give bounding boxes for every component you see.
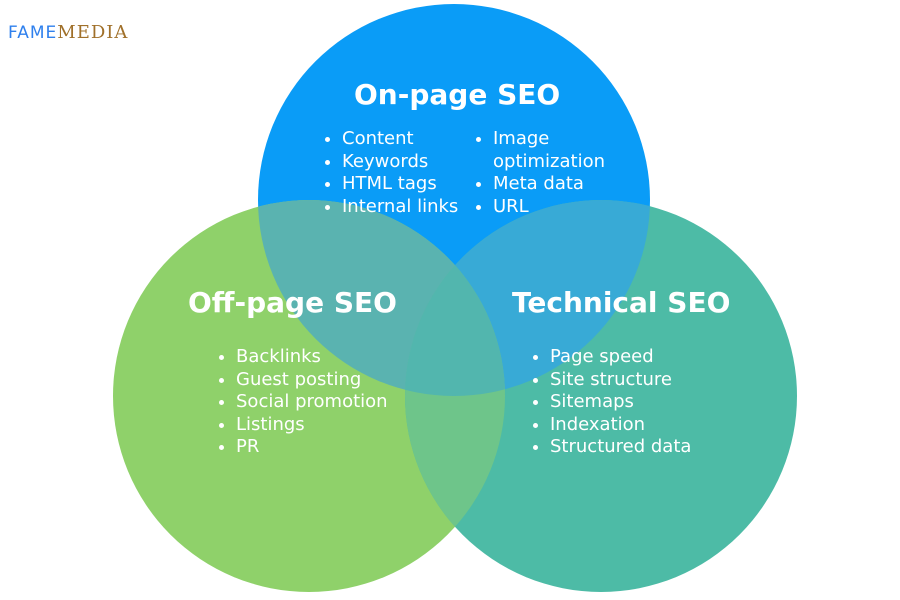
list-item: Guest posting <box>236 369 388 392</box>
list-item: Structured data <box>550 436 691 459</box>
list-item: Meta data <box>493 173 643 196</box>
list-item: Image optimization <box>493 128 643 173</box>
technical-title: Technical SEO <box>512 286 731 319</box>
list-item: Social promotion <box>236 391 388 414</box>
list-item: Backlinks <box>236 346 388 369</box>
technical-list: Page speed Site structure Sitemaps Index… <box>528 346 691 459</box>
famemedia-logo: FAMEMEDIA <box>8 22 128 43</box>
logo-part1: FAME <box>8 23 58 43</box>
logo-part2: MEDIA <box>57 22 129 43</box>
list-item: Site structure <box>550 369 691 392</box>
on-page-list-1: Content Keywords HTML tags Internal link… <box>320 128 458 218</box>
list-item: Indexation <box>550 414 691 437</box>
on-page-title: On-page SEO <box>354 78 561 111</box>
list-item: Page speed <box>550 346 691 369</box>
list-item: Listings <box>236 414 388 437</box>
on-technical-overlap <box>405 200 650 396</box>
list-item: Internal links <box>342 196 458 219</box>
list-item: Sitemaps <box>550 391 691 414</box>
list-item: PR <box>236 436 388 459</box>
list-item: HTML tags <box>342 173 458 196</box>
on-page-list-2: Image optimization Meta data URL <box>471 128 643 218</box>
off-page-list: Backlinks Guest posting Social promotion… <box>214 346 388 459</box>
list-item: Keywords <box>342 151 458 174</box>
list-item: Content <box>342 128 458 151</box>
on-off-overlap <box>258 200 505 396</box>
off-page-title: Off-page SEO <box>188 286 397 319</box>
list-item: URL <box>493 196 643 219</box>
